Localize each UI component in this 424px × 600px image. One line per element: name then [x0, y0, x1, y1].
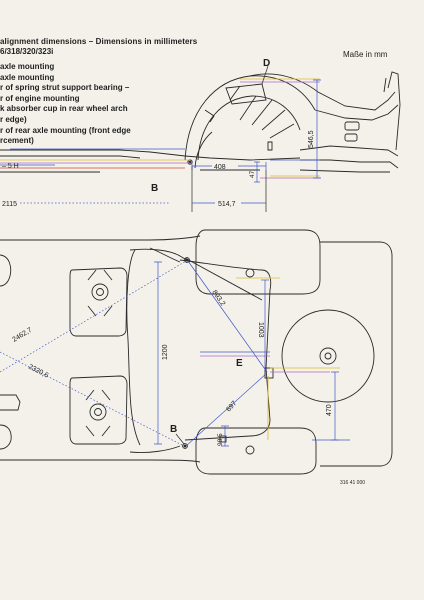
legend-list: axle mounting axle mounting r of spring … [0, 62, 131, 147]
side-view-reference-lines [0, 78, 320, 179]
dim-470-label: 470 [326, 404, 333, 416]
legend-item: r of engine mounting [0, 93, 80, 103]
side-view-dimensions [0, 65, 321, 212]
point-b-plan-label: B [170, 424, 177, 435]
dim-985-label: 98,5 [217, 433, 224, 446]
model-list: 6/318/320/323i [0, 47, 54, 56]
dim-1200-label: 1200 [162, 344, 169, 360]
units-label: Maße in mm [343, 50, 388, 59]
point-d-label: D [263, 58, 270, 69]
dim-47-label: 47 [249, 170, 256, 178]
plan-view-labels: E B 893,2 1003 1200 2462,7 2320,6 697 98… [11, 289, 333, 446]
legend-item: axle mounting [0, 72, 55, 82]
dim-2462-label: 2462,7 [11, 327, 33, 344]
figure-reference: 316 41 000 [340, 480, 366, 486]
point-e-label: E [236, 358, 243, 369]
plan-view-dimensions [0, 260, 339, 447]
dim-2320-label: 2320,6 [27, 364, 49, 380]
dim-5h-label: – 5 H [2, 163, 19, 170]
dim-2115-label: 2115 [2, 201, 17, 208]
side-view-labels: D B – 5 H 408 47 546,5 514,7 2115 [2, 58, 315, 208]
dim-5465-label: 546,5 [308, 130, 315, 148]
dim-8932-label: 893,2 [210, 289, 226, 307]
legend-item: r of rear axle mounting (front edge [0, 125, 131, 135]
point-b-side-label: B [151, 183, 158, 194]
side-view [0, 71, 401, 173]
legend-item: r of spring strut support bearing – [0, 83, 130, 93]
legend-item: rcement) [0, 136, 34, 146]
page-title: alignment dimensions – Dimensions in mil… [0, 37, 198, 46]
legend-item: k absorber cup in rear wheel arch [0, 104, 128, 114]
dim-1003-label: 1003 [257, 322, 264, 338]
dim-5147-label: 514,7 [218, 201, 236, 208]
plan-view [0, 229, 393, 475]
dim-408-label: 408 [214, 164, 226, 171]
dim-697-label: 697 [225, 400, 238, 413]
legend-item: axle mounting [0, 62, 55, 71]
legend-item: r edge) [0, 114, 27, 124]
